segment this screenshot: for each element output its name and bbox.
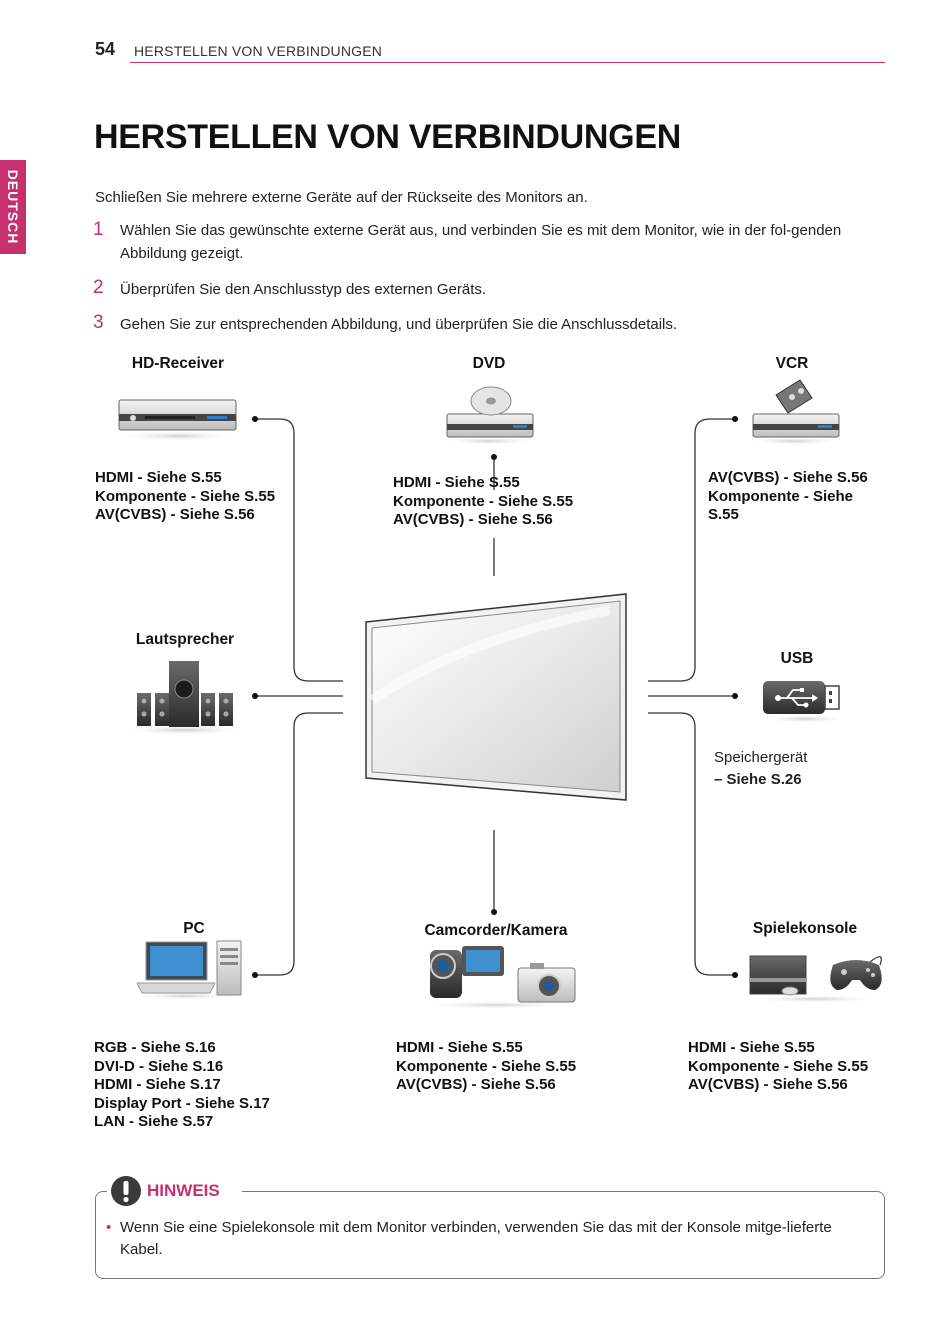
- connection-line: LAN - Siehe S.57: [94, 1113, 214, 1130]
- connection-line: S.55: [708, 506, 739, 523]
- vcr-illustration: [746, 379, 842, 445]
- hd-receiver-illustration: [116, 399, 240, 441]
- step-text: Gehen Sie zur entsprechenden Abbildung, …: [120, 316, 678, 333]
- device-label-hd-receiver: HD-Receiver: [131, 355, 225, 372]
- speaker-illustration: [118, 661, 250, 735]
- console-connections: HDMI - Siehe S.55 Komponente - Siehe S.5…: [688, 1039, 868, 1095]
- device-label-dvd: DVD: [472, 355, 506, 372]
- connection-line: Speichergerät: [714, 749, 808, 766]
- note-box: [95, 1191, 885, 1279]
- connection-line: AV(CVBS) - Siehe S.56: [708, 469, 868, 486]
- step-number: 1: [93, 219, 104, 240]
- device-label-speaker: Lautsprecher: [135, 631, 235, 648]
- connection-line: Komponente - Siehe: [708, 487, 854, 505]
- intro-text: Schließen Sie mehrere externe Geräte auf…: [95, 189, 588, 206]
- page-title: HERSTELLEN VON VERBINDUNGEN: [94, 118, 681, 156]
- usb-stick-illustration: [761, 681, 849, 723]
- connection-line: RGB - Siehe S.16: [94, 1039, 216, 1056]
- connection-line: AV(CVBS) - Siehe S.56: [95, 506, 255, 523]
- connection-line: HDMI - Siehe S.17: [94, 1076, 221, 1093]
- connection-line: AV(CVBS) - Siehe S.56: [393, 511, 553, 528]
- monitor-illustration: [365, 593, 627, 801]
- camcorder-illustration: [416, 946, 576, 1009]
- dvd-connections: HDMI - Siehe S.55 Komponente - Siehe S.5…: [393, 474, 573, 530]
- step-number: 3: [93, 312, 104, 333]
- connection-line: AV(CVBS) - Siehe S.56: [396, 1076, 556, 1093]
- device-label-pc: PC: [183, 920, 205, 937]
- device-label-console: Spielekonsole: [752, 920, 858, 937]
- warning-icon: [111, 1176, 141, 1206]
- step-text: Überprüfen Sie den Anschlusstyp des exte…: [120, 281, 487, 298]
- camcorder-connections: HDMI - Siehe S.55 Komponente - Siehe S.5…: [396, 1039, 576, 1095]
- connection-line: HDMI - Siehe S.55: [95, 469, 222, 486]
- connection-line: Komponente - Siehe S.55: [688, 1057, 869, 1075]
- language-tab: DEUTSCH: [0, 160, 26, 254]
- device-label-vcr: VCR: [775, 355, 809, 372]
- connection-line: HDMI - Siehe S.55: [393, 474, 520, 491]
- pc-illustration: [129, 940, 242, 1000]
- device-label-camcorder: Camcorder/Kamera: [424, 922, 568, 939]
- connection-line: – Siehe S.26: [714, 771, 802, 788]
- note-text: Wenn Sie eine Spielekonsole mit dem Moni…: [120, 1219, 832, 1258]
- step-text: Wählen Sie das gewünschte externe Gerät …: [120, 222, 842, 262]
- running-title: HERSTELLEN VON VERBINDUNGEN: [134, 43, 383, 59]
- page-number: 54: [95, 39, 116, 59]
- game-console-illustration: [745, 955, 885, 1003]
- hd-receiver-connections: HDMI - Siehe S.55 Komponente - Siehe S.5…: [95, 469, 275, 525]
- connection-line: HDMI - Siehe S.55: [396, 1039, 523, 1056]
- connection-line: Display Port - Siehe S.17: [94, 1094, 270, 1112]
- dvd-illustration: [441, 386, 537, 445]
- connection-line: AV(CVBS) - Siehe S.56: [688, 1076, 848, 1093]
- connection-line: Komponente - Siehe S.55: [396, 1057, 577, 1075]
- connection-line: Komponente - Siehe S.55: [393, 492, 574, 510]
- step-number: 2: [93, 277, 104, 298]
- connection-line: Komponente - Siehe S.55: [95, 487, 276, 505]
- note-title: HINWEIS: [147, 1181, 220, 1200]
- pc-connections: RGB - Siehe S.16 DVI-D - Siehe S.16 HDMI…: [94, 1039, 270, 1132]
- connection-line: HDMI - Siehe S.55: [688, 1039, 815, 1056]
- connection-line: DVI-D - Siehe S.16: [94, 1057, 224, 1075]
- device-label-usb: USB: [780, 650, 814, 667]
- usb-connections: Speichergerät – Siehe S.26: [714, 747, 807, 791]
- vcr-connections: AV(CVBS) - Siehe S.56 Komponente - Siehe…: [708, 469, 868, 525]
- note-bullet: •: [106, 1219, 112, 1236]
- header-rule: [130, 62, 885, 63]
